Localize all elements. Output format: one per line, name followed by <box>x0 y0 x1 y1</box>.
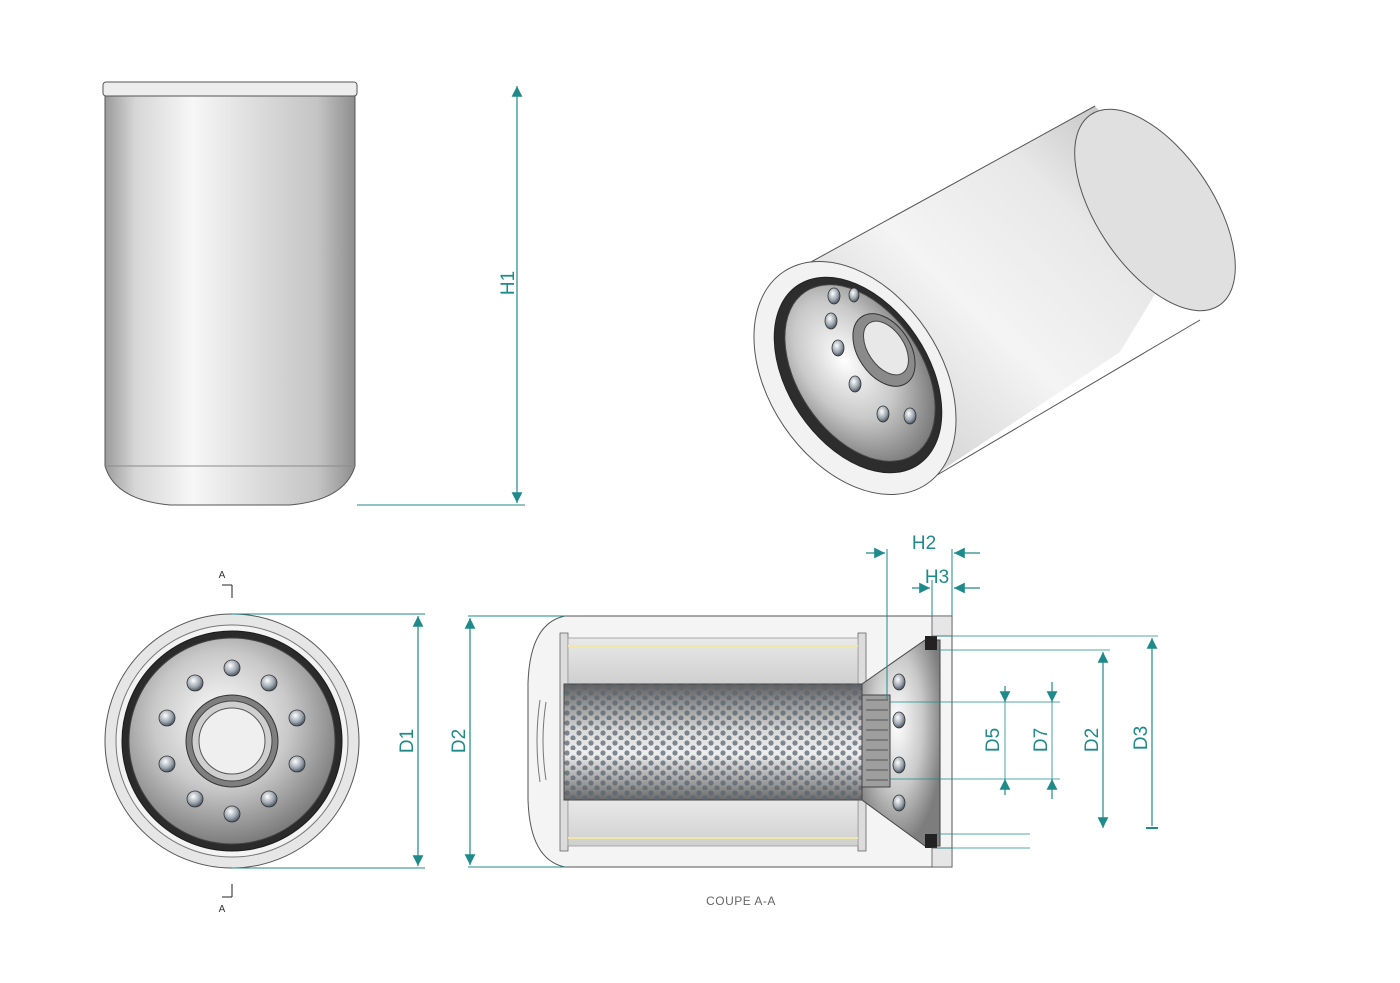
d2-right-label: D2 <box>1082 728 1103 752</box>
end-view-filter <box>104 613 360 869</box>
section-marker-bottom: A <box>219 884 233 915</box>
end-view-inlet-holes <box>158 659 306 823</box>
iso-inlet-holes <box>824 287 917 425</box>
h1-label: H1 <box>498 271 519 295</box>
d5-dimension: D5 <box>983 686 1011 795</box>
section-extension-lines <box>890 635 1158 849</box>
d1-label: D1 <box>397 729 418 753</box>
section-mark-top-label: A <box>219 570 226 581</box>
d5-label: D5 <box>983 728 1004 752</box>
d2-left-dimension: D2 <box>449 615 565 868</box>
side-view-filter <box>102 81 358 506</box>
d7-label: D7 <box>1031 728 1052 752</box>
h3-dimension: H3 <box>912 567 980 616</box>
d2-right-dimension: D2 <box>1082 652 1109 828</box>
d3-label: D3 <box>1131 726 1152 750</box>
d2-left-label: D2 <box>449 729 470 753</box>
h2-label: H2 <box>912 533 936 554</box>
section-caption: COUPE A-A <box>706 894 776 908</box>
isometric-view-filter <box>753 105 1236 496</box>
section-view-filter <box>527 615 953 868</box>
d3-dimension: D3 <box>1131 638 1158 829</box>
h2-dimension: H2 <box>866 533 980 700</box>
section-marker-top: A <box>219 570 233 598</box>
d1-dimension: D1 <box>232 613 425 869</box>
h3-label: H3 <box>925 567 949 588</box>
h1-dimension: H1 <box>357 86 525 506</box>
d7-dimension: D7 <box>1031 682 1058 799</box>
section-mark-bottom-label: A <box>219 904 226 915</box>
